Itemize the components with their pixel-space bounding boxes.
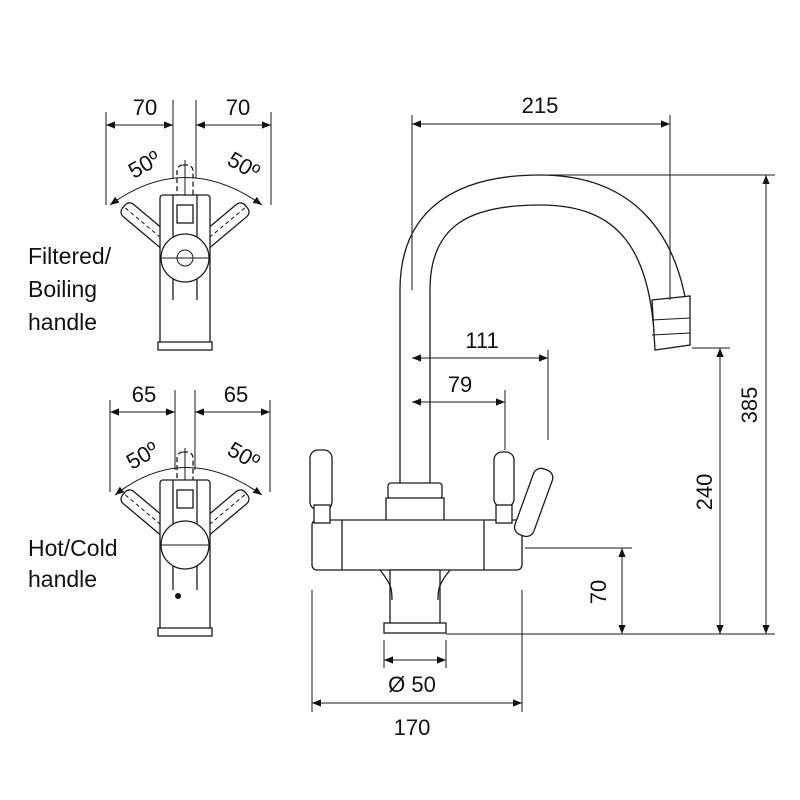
dim-handle-height: 70 xyxy=(586,580,611,604)
label-filtered-line2: Boiling xyxy=(28,276,97,302)
dim-bottom-left-a: 65 xyxy=(132,382,156,407)
dim-top-left-b: 70 xyxy=(226,95,250,120)
dim-body-width: 170 xyxy=(394,715,431,740)
label-filtered-line1: Filtered/ xyxy=(28,243,112,269)
label-hotcold-line1: Hot/Cold xyxy=(28,535,117,561)
filtered-handle-detail xyxy=(105,100,272,351)
dim-top-angle-a: 50º xyxy=(124,146,165,184)
dim-bottom-left-b: 65 xyxy=(224,382,248,407)
dim-handle-reach-outer: 111 xyxy=(465,328,498,353)
dim-handle-reach-inner: 79 xyxy=(448,372,472,397)
dim-spout-reach: 215 xyxy=(522,93,559,118)
label-filtered-line3: handle xyxy=(28,309,97,335)
dim-bottom-angle-b: 50º xyxy=(223,437,264,475)
dim-top-angle-b: 50º xyxy=(223,147,264,185)
faucet-side-view xyxy=(309,174,691,634)
dim-spout-height: 240 xyxy=(692,474,717,511)
dim-total-height: 385 xyxy=(737,387,762,424)
hotcold-handle-detail xyxy=(109,390,271,637)
label-hotcold-line2: handle xyxy=(28,566,97,592)
dim-top-left-a: 70 xyxy=(133,95,157,120)
dim-base-diameter: Ø 50 xyxy=(388,672,436,697)
dim-bottom-angle-a: 50º xyxy=(122,437,163,475)
